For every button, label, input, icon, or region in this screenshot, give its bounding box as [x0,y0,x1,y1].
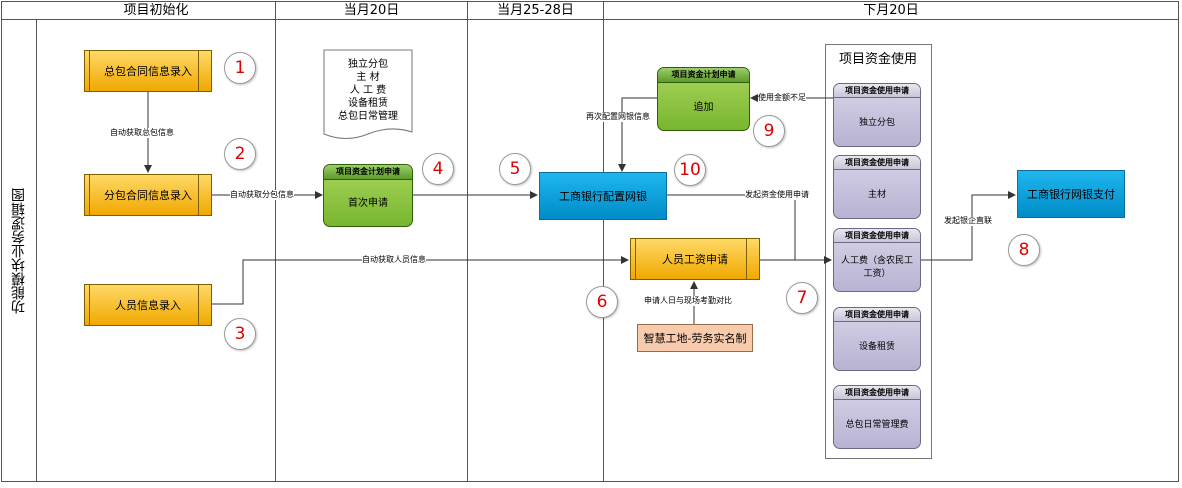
edge-label-auto-total: 自动获取总包信息 [110,128,174,138]
process-salary-label: 人员工资申请 [662,253,728,266]
step-number-8: 8 [1008,234,1040,266]
bank-pay-box[interactable]: 工商银行网银支付 [1017,170,1125,218]
fund-plan-first-header: 项目资金计划申请 [324,165,412,180]
process-total-contract[interactable]: 总包合同信息录入 [84,50,212,92]
fund-use-item-body: 独立分包 [858,117,895,128]
lane-title: 功能模块业务逻辑图 [2,22,36,480]
step-number-10: 10 [674,154,706,186]
process-salary-application[interactable]: 人员工资申请 [630,238,760,280]
fund-use-item[interactable]: 项目资金使用申请 人工费（含农民工工资） [833,228,921,292]
bank-config-label: 工商银行配置网银 [559,190,647,203]
step-number-9: 9 [753,115,785,147]
process-total-contract-label: 总包合同信息录入 [104,65,192,78]
process-personnel-label: 人员信息录入 [115,299,181,312]
doc-line: 主 材 [356,72,380,83]
document-shape [323,49,413,139]
process-personnel[interactable]: 人员信息录入 [84,284,212,326]
column-header-init: 项目初始化 [123,3,189,18]
doc-line: 总包日常管理 [338,111,398,122]
smart-site-box[interactable]: 智慧工地-劳务实名制 [637,324,753,352]
fund-plan-first-body: 首次申请 [348,198,388,209]
edge-label-auto-sub: 自动获取分包信息 [230,190,294,200]
edge-people-salary [212,256,629,305]
edge-label-reconfigure: 再次配置网银信息 [586,112,650,122]
fund-plan-add-header: 项目资金计划申请 [658,68,749,83]
edge-label-initiate: 发起资金使用申请 [745,190,809,200]
fund-use-item-header: 项目资金使用申请 [834,229,920,243]
fund-use-title: 项目资金使用 [838,52,917,67]
column-header-day20: 当月20日 [343,3,400,18]
column-header-day25: 当月25-28日 [497,3,574,18]
step-number-7: 7 [786,282,818,314]
edge-label-auto-people: 自动获取人员信息 [362,255,426,265]
fund-use-item-header: 项目资金使用申请 [834,308,920,322]
doc-line: 人 工 费 [349,85,387,96]
fund-use-item-header: 项目资金使用申请 [834,84,920,98]
step-number-6: 6 [586,286,618,318]
fund-use-item-header: 项目资金使用申请 [834,386,920,400]
bank-pay-label: 工商银行网银支付 [1027,188,1115,201]
edge-fund-pay [921,191,1016,261]
document-list: 独立分包 主 材 人 工 费 设备租赁 总包日常管理 [330,58,406,123]
step-number-1: 1 [224,52,256,84]
step-number-2: 2 [224,138,256,170]
edge-label-compare: 申请人日与现场考勤对比 [644,296,732,306]
step-number-3: 3 [224,318,256,350]
fund-use-item[interactable]: 项目资金使用申请 独立分包 [833,83,921,147]
fund-plan-add-body: 追加 [693,102,714,113]
edge-add-bank [618,97,657,172]
bank-config-box[interactable]: 工商银行配置网银 [539,172,667,220]
doc-line: 独立分包 [348,59,388,70]
fund-use-item[interactable]: 项目资金使用申请 设备租赁 [833,307,921,371]
fund-use-item-body: 设备租赁 [858,341,895,352]
step-number-4: 4 [422,153,454,185]
edge-label-approve: 发起银企直联 [944,216,992,226]
doc-line: 设备租赁 [348,98,388,109]
lane-title-text: 功能模块业务逻辑图 [11,188,27,314]
edge-label-insufficient: 使用金额不足 [758,93,806,103]
fund-use-item-header: 项目资金使用申请 [834,156,920,170]
fund-use-item-body: 总包日常管理费 [845,419,909,430]
smart-site-label: 智慧工地-劳务实名制 [643,332,747,345]
process-sub-contract-label: 分包合同信息录入 [104,189,192,202]
fund-use-item-body: 人工费（含农民工工资） [840,256,913,279]
fund-use-item[interactable]: 项目资金使用申请 主材 [833,155,921,219]
fund-plan-first[interactable]: 项目资金计划申请 首次申请 [323,164,413,227]
fund-use-item[interactable]: 项目资金使用申请 总包日常管理费 [833,385,921,449]
fund-plan-add[interactable]: 项目资金计划申请 追加 [657,67,750,131]
process-sub-contract[interactable]: 分包合同信息录入 [84,174,212,216]
fund-use-item-body: 主材 [867,189,886,200]
step-number-5: 5 [499,153,531,185]
column-header-next20: 下月20日 [863,3,919,18]
